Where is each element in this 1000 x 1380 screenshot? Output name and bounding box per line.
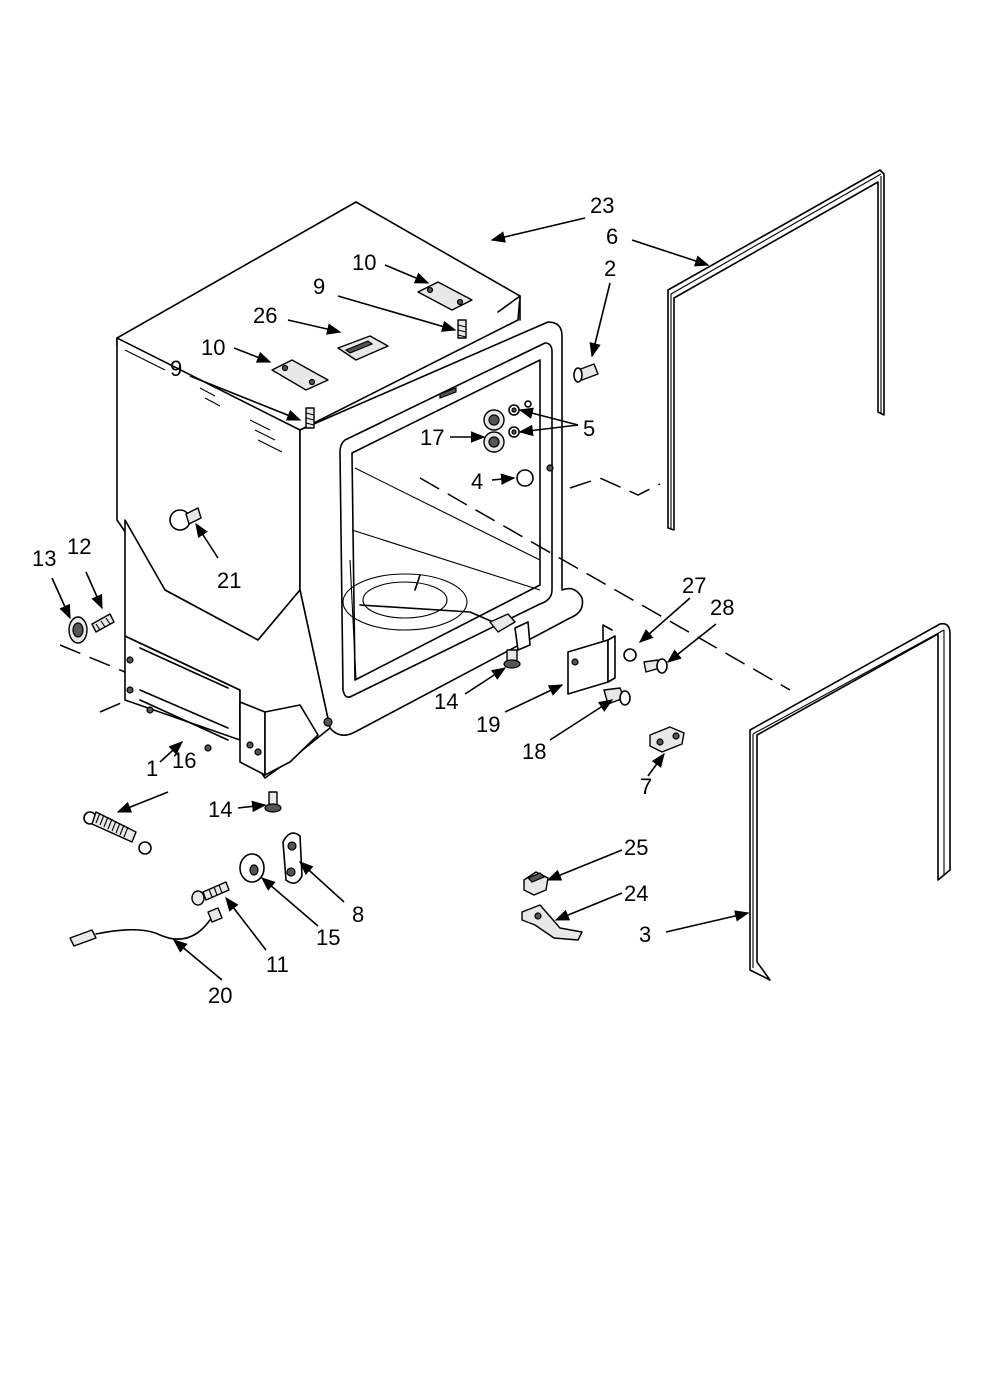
screw-9a	[457, 319, 467, 339]
label-15: 15	[316, 925, 340, 950]
screw-12	[91, 613, 115, 633]
label-18: 18	[522, 739, 546, 764]
label-9: 9	[170, 356, 182, 381]
screw-11	[191, 881, 230, 906]
label-14: 14	[208, 797, 232, 822]
label-26: 26	[253, 303, 277, 328]
label-24: 24	[624, 881, 648, 906]
hinge-bracket-10a	[417, 281, 473, 311]
assembly-line-gasket	[569, 477, 661, 496]
spring-16	[83, 811, 152, 855]
leader-arrows	[51, 217, 750, 981]
label-20: 20	[208, 983, 232, 1008]
wheel-13	[68, 616, 88, 644]
label-28: 28	[710, 595, 734, 620]
switch-25	[523, 871, 549, 896]
label-3: 3	[639, 922, 651, 947]
plug-21	[169, 507, 202, 531]
bracket-19	[567, 624, 616, 695]
screw-9b	[305, 407, 315, 429]
assembly-line-left-2	[99, 699, 129, 713]
label-14: 14	[434, 689, 458, 714]
foot-14b	[264, 791, 282, 813]
label-6: 6	[606, 224, 618, 249]
tub-assembly	[116, 201, 584, 779]
label-12: 12	[67, 534, 91, 559]
label-1: 1	[146, 756, 158, 781]
bracket-24	[521, 904, 583, 941]
gasket-6	[667, 169, 885, 531]
label-10: 10	[352, 250, 376, 275]
bumper-4	[516, 464, 554, 487]
label-21: 21	[217, 568, 241, 593]
label-9: 9	[313, 274, 325, 299]
gasket-3	[749, 622, 951, 981]
wheel-15	[239, 853, 265, 883]
label-19: 19	[476, 712, 500, 737]
screw-18	[603, 687, 631, 706]
label-4: 4	[471, 469, 483, 494]
label-5: 5	[583, 416, 595, 441]
clip-27	[623, 648, 637, 662]
label-11: 11	[266, 952, 289, 977]
assembly-line-right	[419, 477, 791, 691]
label-10: 10	[201, 335, 225, 360]
latch-7	[649, 726, 685, 753]
label-2: 2	[604, 256, 616, 281]
label-27: 27	[682, 573, 706, 598]
label-23: 23	[590, 193, 614, 218]
screw-2	[573, 363, 599, 383]
label-13: 13	[32, 546, 56, 571]
label-16: 16	[172, 748, 196, 773]
screw-28	[643, 658, 668, 674]
washers-5	[508, 400, 532, 438]
label-8: 8	[352, 902, 364, 927]
label-7: 7	[640, 774, 652, 799]
rollers-17	[483, 409, 505, 453]
cable-20	[69, 907, 223, 947]
bracket-8	[282, 832, 303, 884]
label-25: 25	[624, 835, 648, 860]
label-17: 17	[420, 425, 444, 450]
part-labels: 23 6 2 10 9 26 10 9 5 17 4 13 12 21 27 2…	[32, 193, 734, 1008]
plate-26	[337, 335, 389, 361]
hinge-bracket-10b	[271, 359, 329, 391]
foot-14a	[503, 649, 521, 669]
assembly-line-left-1	[59, 644, 126, 673]
